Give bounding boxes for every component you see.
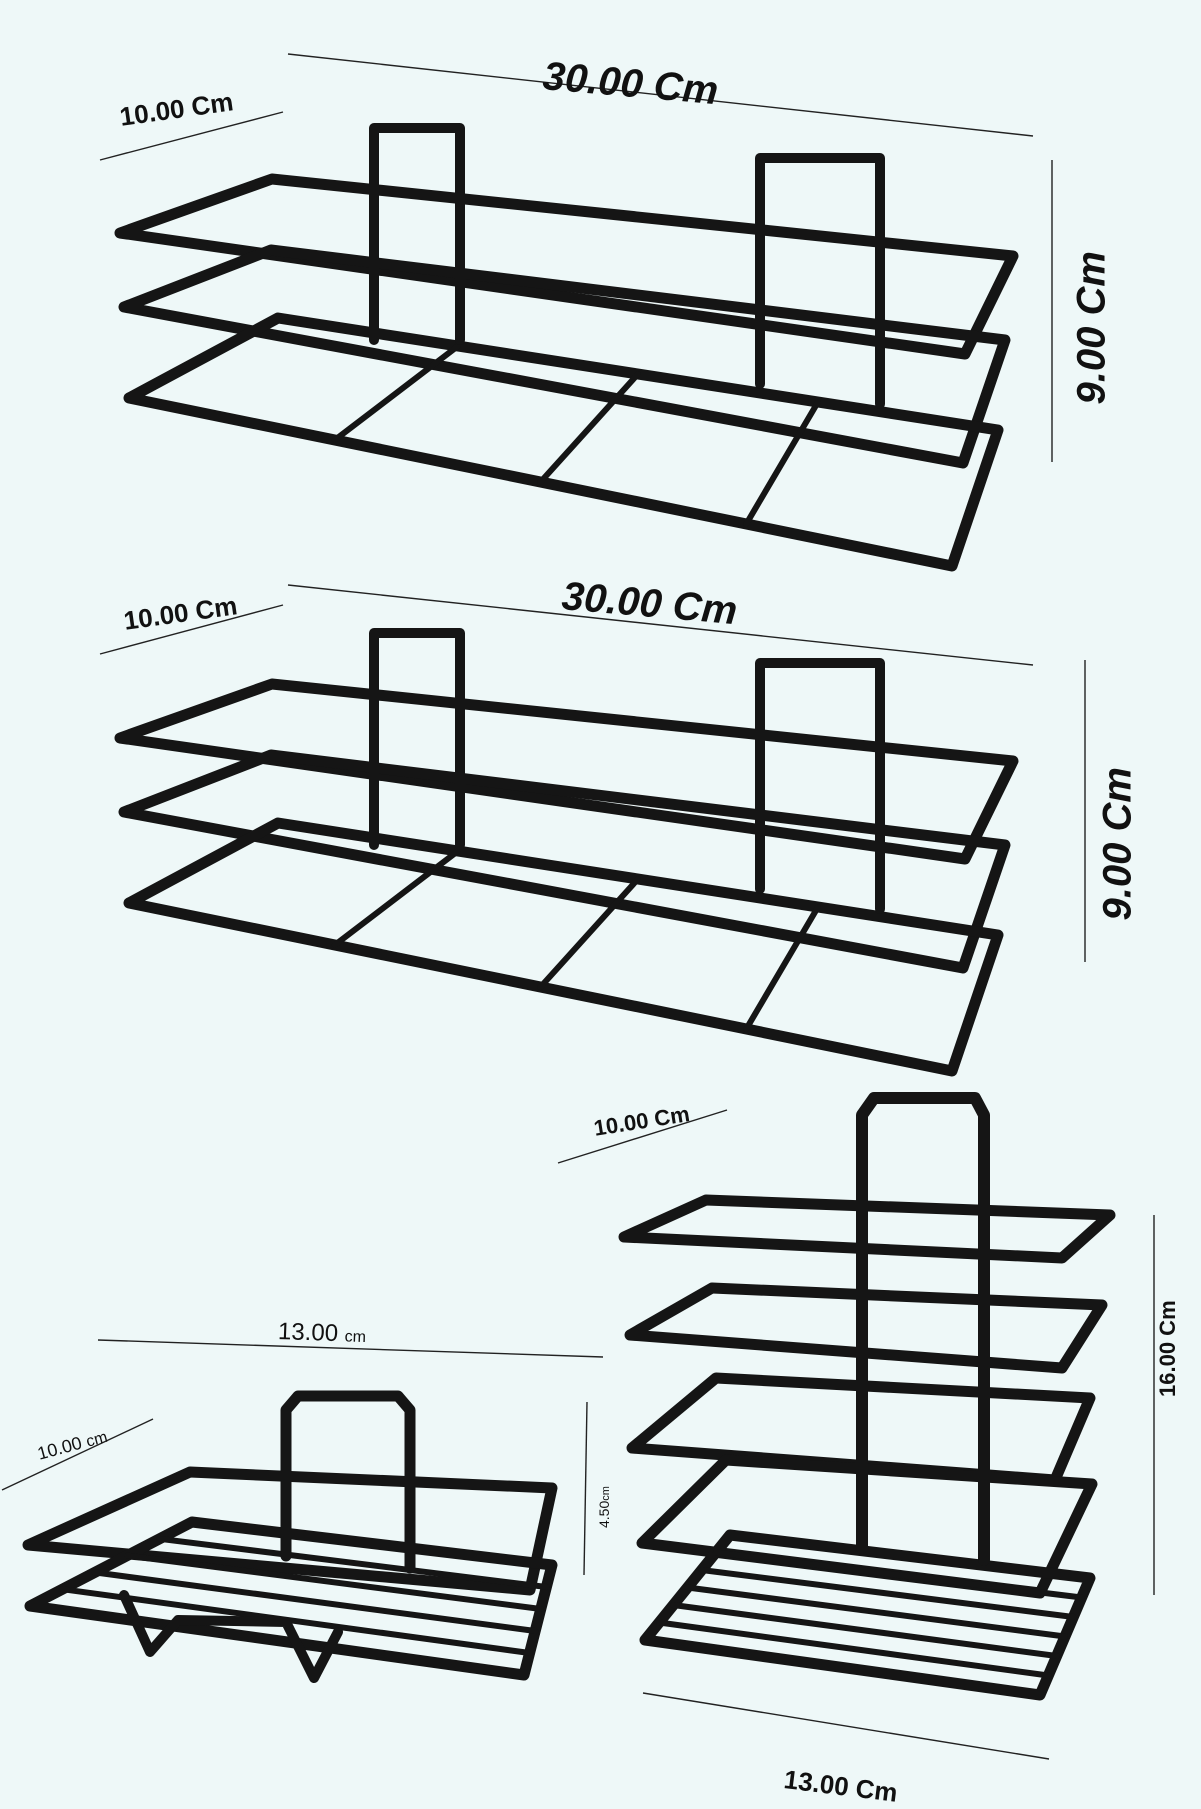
wall-hook — [755, 153, 885, 409]
shelf-slat — [537, 876, 641, 990]
value: 4.50 — [596, 1500, 612, 1528]
dimension-lines — [1, 53, 1155, 1760]
unit: Cm — [1155, 1300, 1180, 1336]
value: 9.00 — [1095, 842, 1140, 921]
value: 9.00 — [1069, 326, 1114, 405]
label-dish-width: 13.00 cm — [278, 1318, 367, 1349]
dish-slat — [91, 1569, 539, 1634]
unit: Cm — [189, 86, 236, 122]
caddy-slat — [656, 1619, 1052, 1679]
wall-hook — [755, 658, 885, 914]
dim-line-shelf1-length — [287, 53, 1034, 137]
unit: Cm — [670, 583, 739, 634]
shelf-slat — [743, 399, 821, 527]
dish-top-frame — [22, 1466, 558, 1596]
unit: Cm — [193, 590, 240, 626]
wire-shelves — [22, 123, 1116, 1701]
dim-line-caddy-depth — [557, 1109, 728, 1164]
shelf-tier-frame — [118, 244, 1011, 469]
shelf-tier-frame — [123, 817, 1004, 1077]
dim-line-dish-height — [583, 1401, 588, 1576]
unit: Cm — [1095, 767, 1140, 832]
value: 30.00 — [560, 574, 664, 627]
unit: Cm — [854, 1772, 900, 1808]
caddy-tier-frame — [624, 1282, 1108, 1374]
wall-hook — [369, 628, 465, 850]
shelf-tier-frame — [114, 678, 1019, 865]
caddy-hook — [856, 1092, 990, 1566]
dim-line-shelf2-length — [287, 584, 1034, 666]
shelf-tier-frame — [118, 749, 1011, 974]
dim-line-shelf2-depth — [99, 604, 284, 655]
shelf-slat — [331, 848, 461, 948]
dish-slat — [156, 1535, 550, 1590]
caddy-slat — [712, 1549, 1085, 1601]
shelf-slat — [331, 343, 461, 443]
label-caddy-height: 16.00 Cm — [1155, 1300, 1181, 1397]
dish-slat — [124, 1552, 544, 1612]
label-shelf1-height: 9.00 Cm — [1070, 251, 1115, 404]
value: 16.00 — [1155, 1341, 1180, 1397]
label-shelf2-height: 9.00 Cm — [1096, 767, 1141, 920]
unit: cm — [600, 1486, 612, 1501]
shelf-tier-frame — [114, 173, 1019, 360]
dish-bottom-frame — [24, 1516, 558, 1681]
shelf-tier-frame — [123, 312, 1004, 572]
unit: Cm — [1069, 251, 1114, 316]
dim-line-dish-depth — [1, 1418, 154, 1491]
shelf-slat — [537, 371, 641, 485]
shelf-slat — [743, 904, 821, 1032]
dish-slat — [59, 1586, 533, 1656]
caddy-tier-frame — [618, 1194, 1116, 1264]
dish-front-lip — [119, 1590, 343, 1683]
value: 30.00 — [541, 54, 645, 107]
label-dish-height: 4.50cm — [596, 1486, 612, 1528]
dim-line-dish-width — [97, 1339, 604, 1358]
wall-hook — [369, 123, 465, 345]
dim-line-caddy-width — [642, 1692, 1050, 1760]
caddy-slat — [670, 1602, 1060, 1659]
unit: Cm — [652, 1101, 692, 1132]
dim-line-shelf1-depth — [99, 111, 284, 161]
caddy-slat — [698, 1567, 1077, 1620]
caddy-slat — [684, 1584, 1068, 1640]
unit: Cm — [651, 63, 720, 114]
dish-hook — [280, 1390, 416, 1574]
unit: cm — [344, 1328, 367, 1347]
value: 13.00 — [277, 1318, 339, 1348]
